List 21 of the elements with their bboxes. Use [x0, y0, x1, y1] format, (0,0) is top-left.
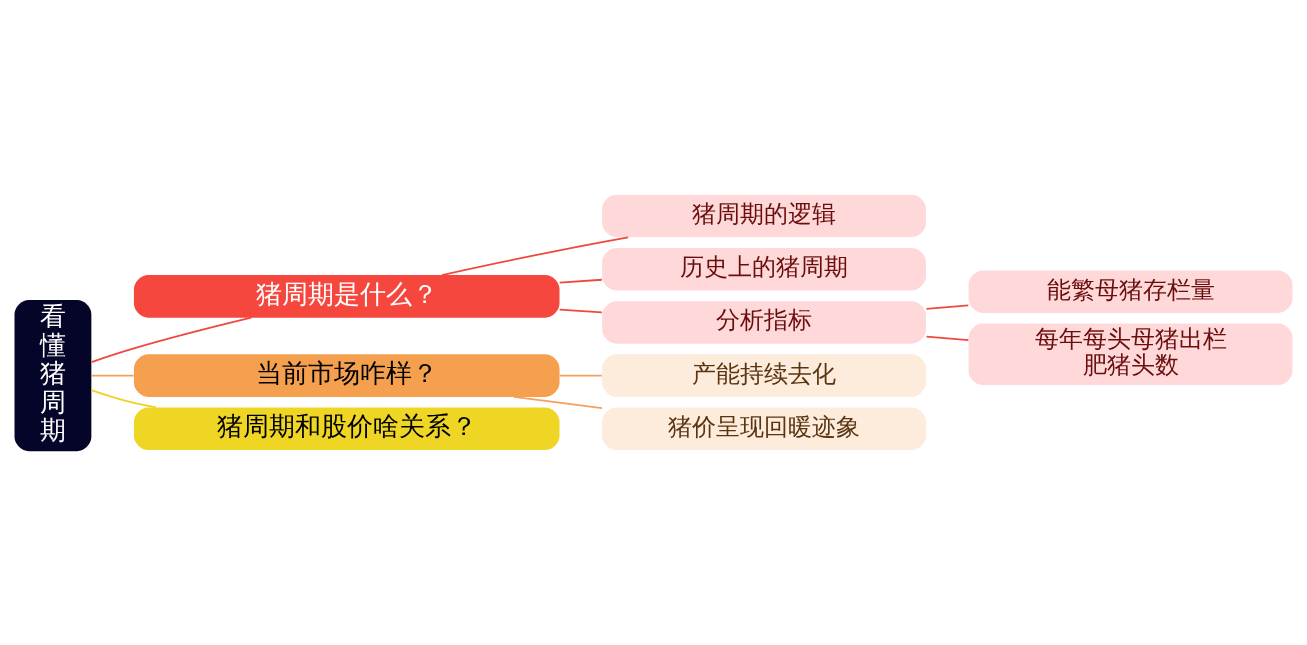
node-box: 每年每头母猪出栏肥猪头数: [968, 323, 1293, 385]
node-box: 猪周期和股价啥关系？: [133, 407, 560, 450]
node-box: 看懂猪周期: [14, 299, 92, 451]
connector: [90, 316, 253, 363]
node-box: 猪周期的逻辑: [602, 194, 926, 237]
connector: [441, 235, 629, 276]
connector: [558, 308, 603, 313]
node-box: 猪周期是什么？: [133, 274, 560, 318]
node-box: 能繁母猪存栏量: [968, 269, 1293, 313]
node-box: 产能持续去化: [602, 353, 926, 397]
connector: [90, 374, 135, 376]
connector: [90, 388, 157, 408]
connector: [925, 303, 970, 310]
connector: [558, 278, 603, 283]
connector: [925, 335, 970, 341]
node-box: 当前市场咋样？: [133, 353, 560, 397]
node-box: 猪价呈现回暖迹象: [602, 407, 926, 450]
connector: [558, 374, 603, 376]
node-box: 历史上的猪周期: [602, 247, 926, 290]
node-box: 分析指标: [602, 300, 926, 344]
connector: [513, 395, 603, 409]
